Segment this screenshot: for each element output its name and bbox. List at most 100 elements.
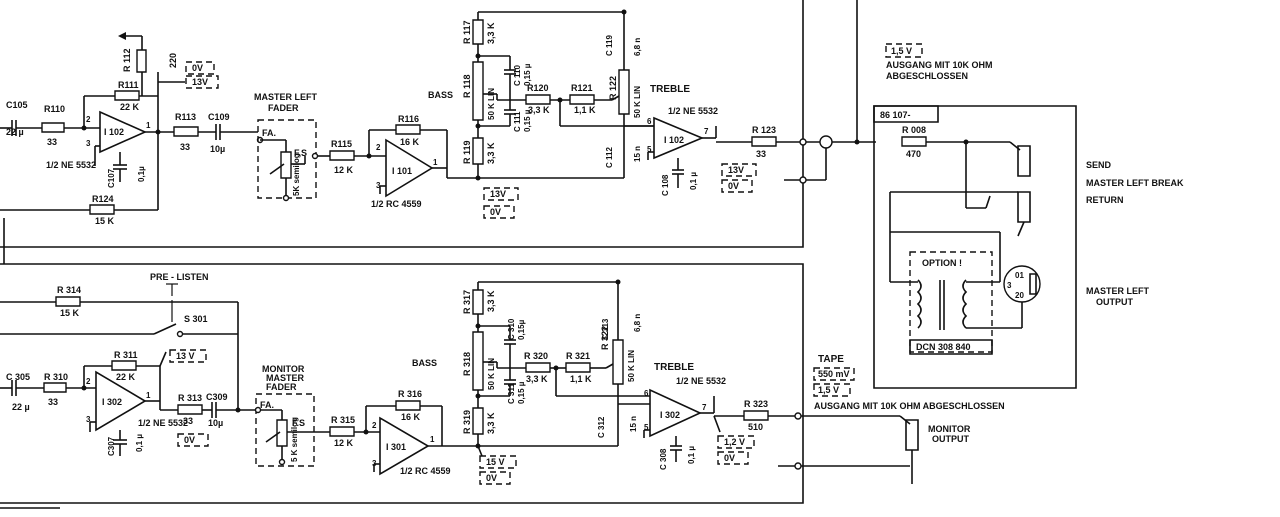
monitor-fader-title-3: FADER (266, 382, 297, 392)
master-left-fs: F.S (294, 148, 307, 158)
c313-label: C 313 (601, 318, 610, 340)
monitor-channel: PRE - LISTEN R 314 15 K S 301 C 305 22 µ… (0, 250, 1005, 503)
r318-label: R 318 (462, 352, 472, 376)
ic101-opamp (386, 140, 432, 196)
r322-value: 50 K LIN (627, 350, 636, 382)
r311-value: 22 K (116, 372, 136, 382)
transformer-option-box (910, 252, 992, 352)
r314-value: 15 K (60, 308, 80, 318)
c112-value: 15 n (633, 146, 642, 162)
transformer-label: DCN 308 840 (916, 342, 971, 352)
return-label: RETURN (1086, 195, 1124, 205)
c307-value: 0,1 µ (135, 434, 144, 452)
svg-text:7: 7 (704, 127, 709, 136)
top-v13-a: 13V (192, 77, 208, 87)
svg-text:3: 3 (86, 139, 91, 148)
r118-pot (473, 62, 483, 120)
c311-label: C 311 (507, 383, 516, 404)
ic102b-type: 1/2 NE 5532 (668, 106, 718, 116)
r319-label: R 319 (462, 410, 472, 434)
r110-resistor (42, 123, 64, 132)
svg-text:3: 3 (86, 415, 91, 424)
ic302b-opamp (650, 390, 700, 436)
r116-label: R116 (398, 114, 419, 124)
c107-value: 0,1µ (137, 166, 146, 182)
r321-label: R 321 (566, 351, 590, 361)
r110-label: R110 (44, 104, 65, 114)
output-module: 86 107- R 008 470 SEND MASTER LEFT BREAK… (874, 106, 1184, 388)
r123-label: R 123 (752, 125, 776, 135)
svg-text:3: 3 (376, 181, 381, 190)
prelisten-label: PRE - LISTEN (150, 272, 209, 282)
r111-value: 22 K (120, 102, 140, 112)
r124-label: R124 (92, 194, 114, 204)
r317-label: R 317 (462, 290, 472, 314)
c311-value: 0,15 µ (517, 381, 526, 404)
ic102a-label: I 102 (104, 127, 124, 137)
master-left-channel: C105 22 µ R110 33 2 3 1 I 102 1/2 NE 553… (0, 0, 993, 247)
output-module-box (874, 106, 1076, 388)
svg-text:1: 1 (146, 121, 151, 130)
r119-value: 3,3 K (486, 142, 496, 164)
master-left-output-1: MASTER LEFT (1086, 286, 1149, 296)
bottom-treble-label: TREBLE (654, 362, 694, 373)
monitor-fader-title-1: MONITOR (262, 364, 305, 374)
svg-text:2: 2 (86, 377, 91, 386)
r116-value: 16 K (400, 137, 420, 147)
r321-value: 1,1 K (570, 374, 592, 384)
top-out-note-1: AUSGANG MIT 10K OHM (886, 60, 993, 70)
ic102a-opamp (100, 112, 145, 152)
top-out-level: 1,5 V (891, 46, 912, 56)
r315-label: R 315 (331, 415, 355, 425)
monitor-output-1: MONITOR (928, 424, 971, 434)
master-left-fader-title-1: MASTER LEFT (254, 92, 317, 102)
c111-label: C 111 (513, 111, 522, 132)
r113-label: R113 (175, 112, 196, 122)
svg-text:5: 5 (644, 423, 649, 432)
r113-value: 33 (180, 142, 190, 152)
svg-text:5: 5 (647, 145, 652, 154)
r122-label: R 122 (608, 76, 618, 100)
c312-label: C 312 (597, 416, 606, 438)
r123-value: 33 (756, 149, 766, 159)
c310-label: C 310 (507, 318, 516, 340)
r008-label: R 008 (902, 125, 926, 135)
r314-label: R 314 (57, 285, 81, 295)
c110-label: C 110 (513, 65, 522, 86)
c305-label: C 305 (6, 372, 30, 382)
tape-note: AUSGANG MIT 10K OHM ABGESCHLOSSEN (814, 401, 1005, 411)
r313-label: R 313 (178, 393, 202, 403)
r115-label: R115 (331, 139, 352, 149)
monitor-fader-title-2: MASTER (266, 373, 305, 383)
xlr-pin-2: 20 (1015, 291, 1024, 300)
c308-value: 0,1 µ (687, 446, 696, 464)
r120-label: R120 (527, 83, 549, 93)
monitor-output-2: OUTPUT (932, 434, 970, 444)
send-label: SEND (1086, 160, 1112, 170)
xlr-output-connector (1004, 266, 1040, 302)
break-label: MASTER LEFT BREAK (1086, 178, 1184, 188)
ic301-opamp (380, 418, 428, 474)
transformer-secondary (963, 280, 966, 328)
c308-label: C 308 (659, 448, 668, 470)
r322-pot (613, 340, 623, 384)
ic301-label: I 301 (386, 442, 406, 452)
c105-label: C105 (6, 100, 28, 110)
svg-text:1: 1 (430, 435, 435, 444)
r318-pot (473, 332, 483, 390)
c108-label: C 108 (661, 174, 670, 196)
r118-label: R 118 (462, 74, 472, 98)
r318-value: 50 K LIN (487, 358, 496, 390)
ic302a-type: 1/2 NE 5532 (138, 418, 188, 428)
r122-value: 50 K LIN (633, 86, 642, 118)
top-v13-b: 13V (490, 189, 506, 199)
r120-value: 3,3 K (528, 105, 550, 115)
r112-label: R 112 (122, 48, 132, 72)
c119-label: C 119 (605, 35, 614, 56)
r122-pot (619, 70, 629, 114)
r112-value: 220 (168, 53, 178, 68)
c105-value: 22 µ (6, 127, 24, 137)
bottom-v0-b: 0V (486, 473, 497, 483)
ic101-label: I 101 (392, 166, 412, 176)
